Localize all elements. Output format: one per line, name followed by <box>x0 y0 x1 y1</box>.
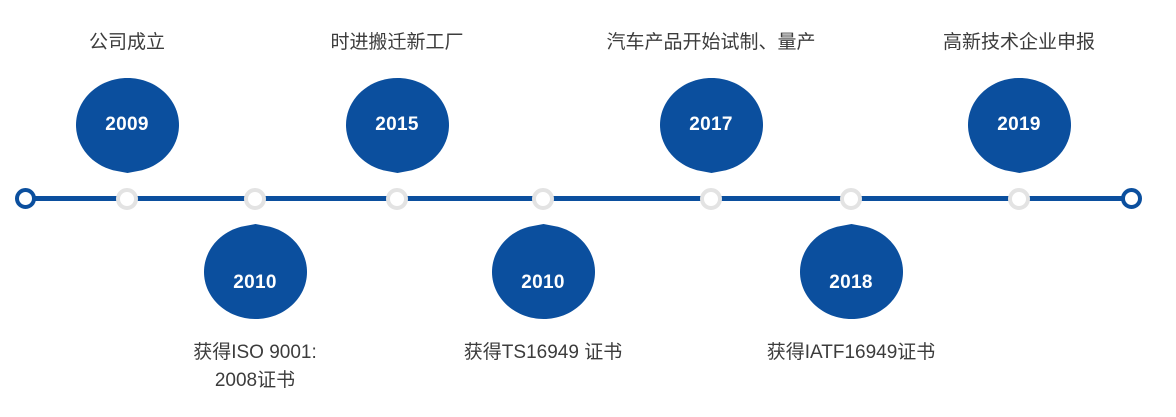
timeline-endcap-node[interactable] <box>14 188 36 209</box>
milestone-year: 2009 <box>105 114 149 135</box>
pin-marker-icon <box>203 224 307 319</box>
milestone-pin[interactable]: 2018 <box>799 224 903 319</box>
milestone-pin[interactable]: 2009 <box>75 78 179 173</box>
milestone-pin[interactable]: 2015 <box>345 78 449 173</box>
pin-marker-icon <box>491 224 595 319</box>
milestone-pin[interactable]: 2019 <box>967 78 1071 173</box>
pin-marker-icon <box>799 224 903 319</box>
milestone-pin[interactable]: 2010 <box>203 224 307 319</box>
milestone-label: 获得IATF16949证书 <box>766 342 936 363</box>
milestone-year: 2019 <box>997 114 1041 135</box>
timeline-axis-line <box>25 196 1131 201</box>
timeline-node[interactable] <box>116 187 138 210</box>
timeline-node[interactable] <box>840 187 862 210</box>
milestone-label: 时进搬迁新工厂 <box>330 32 464 53</box>
milestone-year: 2010 <box>233 272 277 293</box>
timeline-node[interactable] <box>1008 187 1030 210</box>
timeline-node[interactable] <box>700 187 722 210</box>
milestone-pin[interactable]: 2017 <box>659 78 763 173</box>
milestone-pin[interactable]: 2010 <box>491 224 595 319</box>
milestone-year: 2017 <box>689 114 733 135</box>
milestone-label: 高新技术企业申报 <box>942 32 1095 53</box>
timeline-endcap-node[interactable] <box>1120 188 1142 209</box>
milestone-label: 公司成立 <box>88 32 165 53</box>
timeline-node[interactable] <box>244 187 266 210</box>
milestone-label: 获得ISO 9001: 2008证书 <box>193 342 317 391</box>
pin-marker-icon <box>967 78 1071 173</box>
pin-marker-icon <box>659 78 763 173</box>
milestone-label: 汽车产品开始试制、量产 <box>606 32 816 53</box>
pin-marker-icon <box>345 78 449 173</box>
milestone-year: 2015 <box>375 114 419 135</box>
timeline-node[interactable] <box>386 187 408 210</box>
pin-marker-icon <box>75 78 179 173</box>
milestone-year: 2018 <box>829 272 873 293</box>
timeline-node[interactable] <box>532 187 554 210</box>
milestone-year: 2010 <box>521 272 565 293</box>
milestone-label: 获得TS16949 证书 <box>463 342 623 363</box>
